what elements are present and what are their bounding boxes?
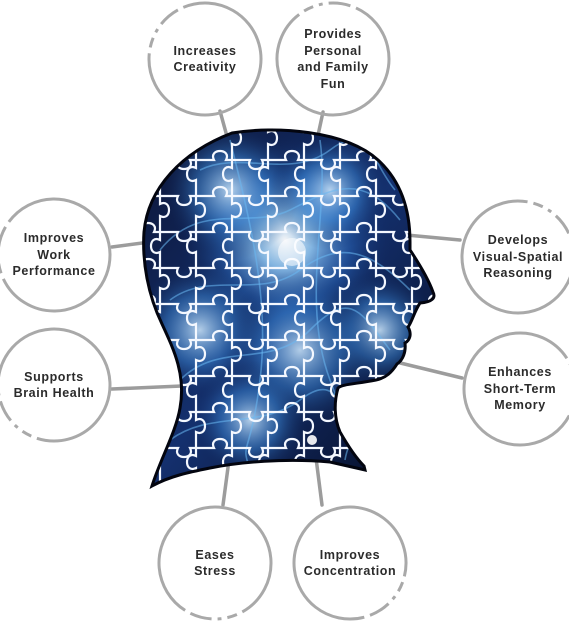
benefit-increases-creativity: Increases Creativity xyxy=(146,0,264,118)
benefit-label: Improves Work Performance xyxy=(12,231,96,279)
benefit-label: Eases Stress xyxy=(194,547,236,579)
benefit-label: Enhances Short-Term Memory xyxy=(483,365,557,413)
connector-lines xyxy=(110,109,464,507)
ring-stroke xyxy=(462,331,569,447)
benefit-label: Increases Creativity xyxy=(173,43,237,75)
benefit-eases-stress: Eases Stress xyxy=(156,504,274,622)
benefit-improves-concentration: Improves Concentration xyxy=(291,504,409,622)
bubble-ring xyxy=(147,1,263,117)
bubble-ring xyxy=(275,1,391,117)
ring-stroke xyxy=(147,1,263,117)
connector-concentration xyxy=(314,456,324,507)
bubble-ring xyxy=(460,199,569,315)
benefit-label: Supports Brain Health xyxy=(13,369,95,401)
puzzle-head-illustration xyxy=(142,128,436,490)
bubble-ring xyxy=(0,327,112,443)
ring-stroke xyxy=(460,199,569,315)
benefit-personal-family-fun: Provides Personal and Family Fun xyxy=(274,0,392,118)
connector-stress xyxy=(221,458,231,507)
benefit-label: Develops Visual-Spatial Reasoning xyxy=(472,233,564,281)
bubble-ring xyxy=(292,505,408,621)
benefit-improves-work-performance: Improves Work Performance xyxy=(0,196,113,314)
benefit-short-term-memory: Enhances Short-Term Memory xyxy=(461,330,569,448)
ring-stroke xyxy=(275,1,391,117)
bubble-ring xyxy=(462,331,569,447)
ring-stroke xyxy=(0,197,112,313)
ring-stroke xyxy=(0,327,112,443)
bubble-ring xyxy=(0,197,112,313)
ring-stroke xyxy=(292,505,408,621)
benefit-label: Provides Personal and Family Fun xyxy=(297,27,369,91)
benefit-visual-spatial-reasoning: Develops Visual-Spatial Reasoning xyxy=(459,198,569,316)
benefit-supports-brain-health: Supports Brain Health xyxy=(0,326,113,444)
benefit-label: Improves Concentration xyxy=(303,547,397,579)
